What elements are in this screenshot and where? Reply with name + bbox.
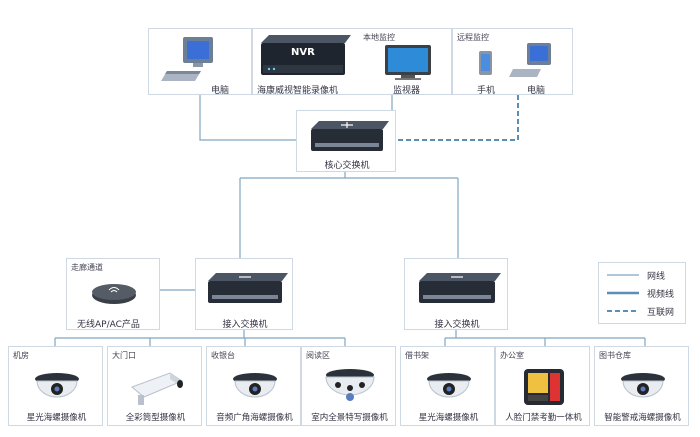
- dome-camera-icon: [35, 373, 79, 398]
- phone-icon: [479, 51, 492, 75]
- camera-location-tag: 机房: [13, 351, 29, 360]
- camera-box: 机房星光海螺摄像机: [8, 346, 103, 426]
- monitor-label: 监视器: [393, 86, 421, 96]
- wireless-ap-box: 走廊通道 无线AP/AC产品: [66, 258, 160, 330]
- camera-label: 室内全景特写摄像机: [311, 413, 388, 423]
- panoramic-camera-icon: [325, 369, 375, 401]
- camera-label: 智能警戒海螺摄像机: [604, 413, 681, 423]
- phone-label: 手机: [477, 86, 496, 96]
- camera-location-tag: 收银台: [211, 351, 235, 360]
- pc2-label: 电脑: [527, 86, 546, 96]
- dome-camera-icon: [427, 373, 471, 398]
- switch-icon: [311, 121, 389, 151]
- nvr-text: NVR: [291, 47, 315, 58]
- legend-network-label: 网线: [647, 272, 666, 282]
- pc1-label: 电脑: [211, 86, 230, 96]
- camera-box: 借书架星光海螺摄像机: [400, 346, 495, 426]
- camera-box: 阅读区室内全景特写摄像机: [301, 346, 396, 426]
- legend: 网线 视频线 互联网: [598, 262, 686, 324]
- legend-internet-label: 互联网: [647, 308, 675, 318]
- nvr-label: 海康威视智能录像机: [257, 86, 339, 96]
- computer-icon: [161, 37, 213, 81]
- core-switch-label: 核心交换机: [324, 161, 370, 171]
- wireless-ap-icon: [92, 284, 136, 304]
- core-switch-box: 核心交换机: [296, 110, 396, 172]
- camera-location-tag: 大门口: [112, 351, 136, 360]
- camera-label: 音频广角海螺摄像机: [216, 413, 293, 423]
- access-switch-left-box: 接入交换机: [195, 258, 293, 330]
- monitor-icon: [385, 45, 431, 80]
- camera-label: 星光海螺摄像机: [26, 413, 87, 423]
- camera-label: 全彩筒型摄像机: [125, 413, 186, 423]
- legend-video-label: 视频线: [647, 290, 675, 300]
- camera-label: 人脸门禁考勤一体机: [505, 413, 582, 423]
- camera-location-tag: 借书架: [405, 351, 429, 360]
- camera-location-tag: 阅读区: [306, 351, 330, 360]
- wireless-ap-label: 无线AP/AC产品: [77, 320, 140, 330]
- corridor-tag: 走廊通道: [71, 263, 103, 272]
- remote-box: 远程监控 手机 电脑: [452, 28, 573, 96]
- nvr-icon: [261, 35, 351, 75]
- camera-location-tag: 办公室: [500, 351, 524, 360]
- access-switch-right-label: 接入交换机: [434, 320, 480, 330]
- dome-camera-icon: [621, 373, 665, 398]
- nvr-box: NVR 海康威视智能录像机 本地监控 监视器: [252, 28, 452, 96]
- computer-icon: [509, 43, 551, 77]
- switch-icon: [419, 273, 501, 303]
- switch-icon: [208, 273, 288, 303]
- access-switch-left-label: 接入交换机: [222, 320, 268, 330]
- face-terminal-icon: [524, 369, 564, 405]
- camera-box: 图书仓库智能警戒海螺摄像机: [594, 346, 689, 426]
- dome-camera-icon: [233, 373, 277, 398]
- camera-label: 星光海螺摄像机: [418, 413, 479, 423]
- local-monitoring-tag: 本地监控: [363, 33, 395, 42]
- access-switch-right-box: 接入交换机: [404, 258, 508, 330]
- camera-location-tag: 图书仓库: [599, 351, 631, 360]
- camera-box: 办公室人脸门禁考勤一体机: [495, 346, 590, 426]
- remote-monitoring-tag: 远程监控: [457, 33, 489, 42]
- camera-box: 收银台音频广角海螺摄像机: [206, 346, 301, 426]
- camera-box: 大门口全彩筒型摄像机: [107, 346, 202, 426]
- pc-box: 电脑: [148, 28, 252, 96]
- bullet-camera-icon: [131, 372, 184, 405]
- legend-lines: [607, 274, 639, 312]
